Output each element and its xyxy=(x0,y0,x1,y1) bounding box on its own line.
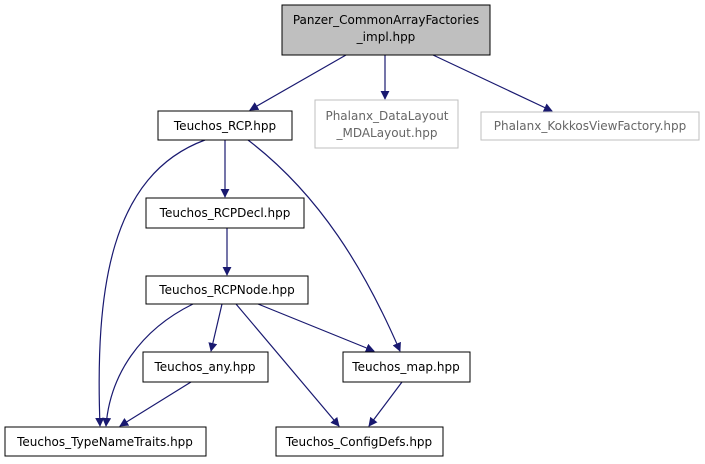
node-teuchos-map[interactable]: Teuchos_map.hpp xyxy=(342,351,471,383)
dependency-edges xyxy=(95,54,553,427)
edge-rcpnode-to-map xyxy=(257,303,375,353)
node-teuchos-rcpdecl[interactable]: Teuchos_RCPDecl.hpp xyxy=(145,197,305,229)
node-teuchos-rcp[interactable]: Teuchos_RCP.hpp xyxy=(157,110,293,141)
node-teuchos-any-label: Teuchos_any.hpp xyxy=(153,360,255,374)
node-teuchos-configdefs-label: Teuchos_ConfigDefs.hpp xyxy=(285,435,432,449)
edge-map-to-configdefs xyxy=(368,381,403,427)
edge-rcpnode-to-typename xyxy=(102,303,194,427)
edge-rcpnode-to-any xyxy=(208,303,223,352)
node-teuchos-configdefs[interactable]: Teuchos_ConfigDefs.hpp xyxy=(275,426,444,457)
edge-root-to-rcp xyxy=(249,54,347,111)
edge-rcp-to-map xyxy=(247,139,401,352)
node-root[interactable]: Panzer_CommonArrayFactories _impl.hpp xyxy=(281,4,491,56)
edge-rcpnode-to-configdefs xyxy=(235,303,340,427)
node-phalanx-kokkosviewfactory[interactable]: Phalanx_KokkosViewFactory.hpp xyxy=(480,111,700,141)
node-teuchos-typenametraits[interactable]: Teuchos_TypeNameTraits.hpp xyxy=(4,426,207,457)
edge-any-to-typename xyxy=(119,381,192,427)
node-phalanx-datalayout-label-line1: Phalanx_DataLayout xyxy=(325,109,448,123)
node-teuchos-any[interactable]: Teuchos_any.hpp xyxy=(142,351,269,383)
node-teuchos-map-label: Teuchos_map.hpp xyxy=(351,360,459,374)
dependency-nodes: Panzer_CommonArrayFactories _impl.hpp Te… xyxy=(4,4,700,457)
node-phalanx-kokkosviewfactory-label: Phalanx_KokkosViewFactory.hpp xyxy=(494,119,687,133)
node-root-label-line1: Panzer_CommonArrayFactories xyxy=(293,13,479,27)
node-teuchos-rcpnode-label: Teuchos_RCPNode.hpp xyxy=(158,283,294,297)
edge-rcp-to-typename xyxy=(95,139,206,427)
node-teuchos-rcpnode[interactable]: Teuchos_RCPNode.hpp xyxy=(145,275,309,305)
node-teuchos-rcp-label: Teuchos_RCP.hpp xyxy=(173,119,276,133)
node-teuchos-rcpdecl-label: Teuchos_RCPDecl.hpp xyxy=(159,206,291,220)
node-teuchos-typenametraits-label: Teuchos_TypeNameTraits.hpp xyxy=(16,435,193,449)
node-phalanx-datalayout[interactable]: Phalanx_DataLayout _MDALayout.hpp xyxy=(314,99,459,149)
edge-root-to-kokkos xyxy=(432,54,553,112)
node-phalanx-datalayout-label-line2: _MDALayout.hpp xyxy=(335,126,437,140)
node-root-label-line2: _impl.hpp xyxy=(356,30,416,44)
